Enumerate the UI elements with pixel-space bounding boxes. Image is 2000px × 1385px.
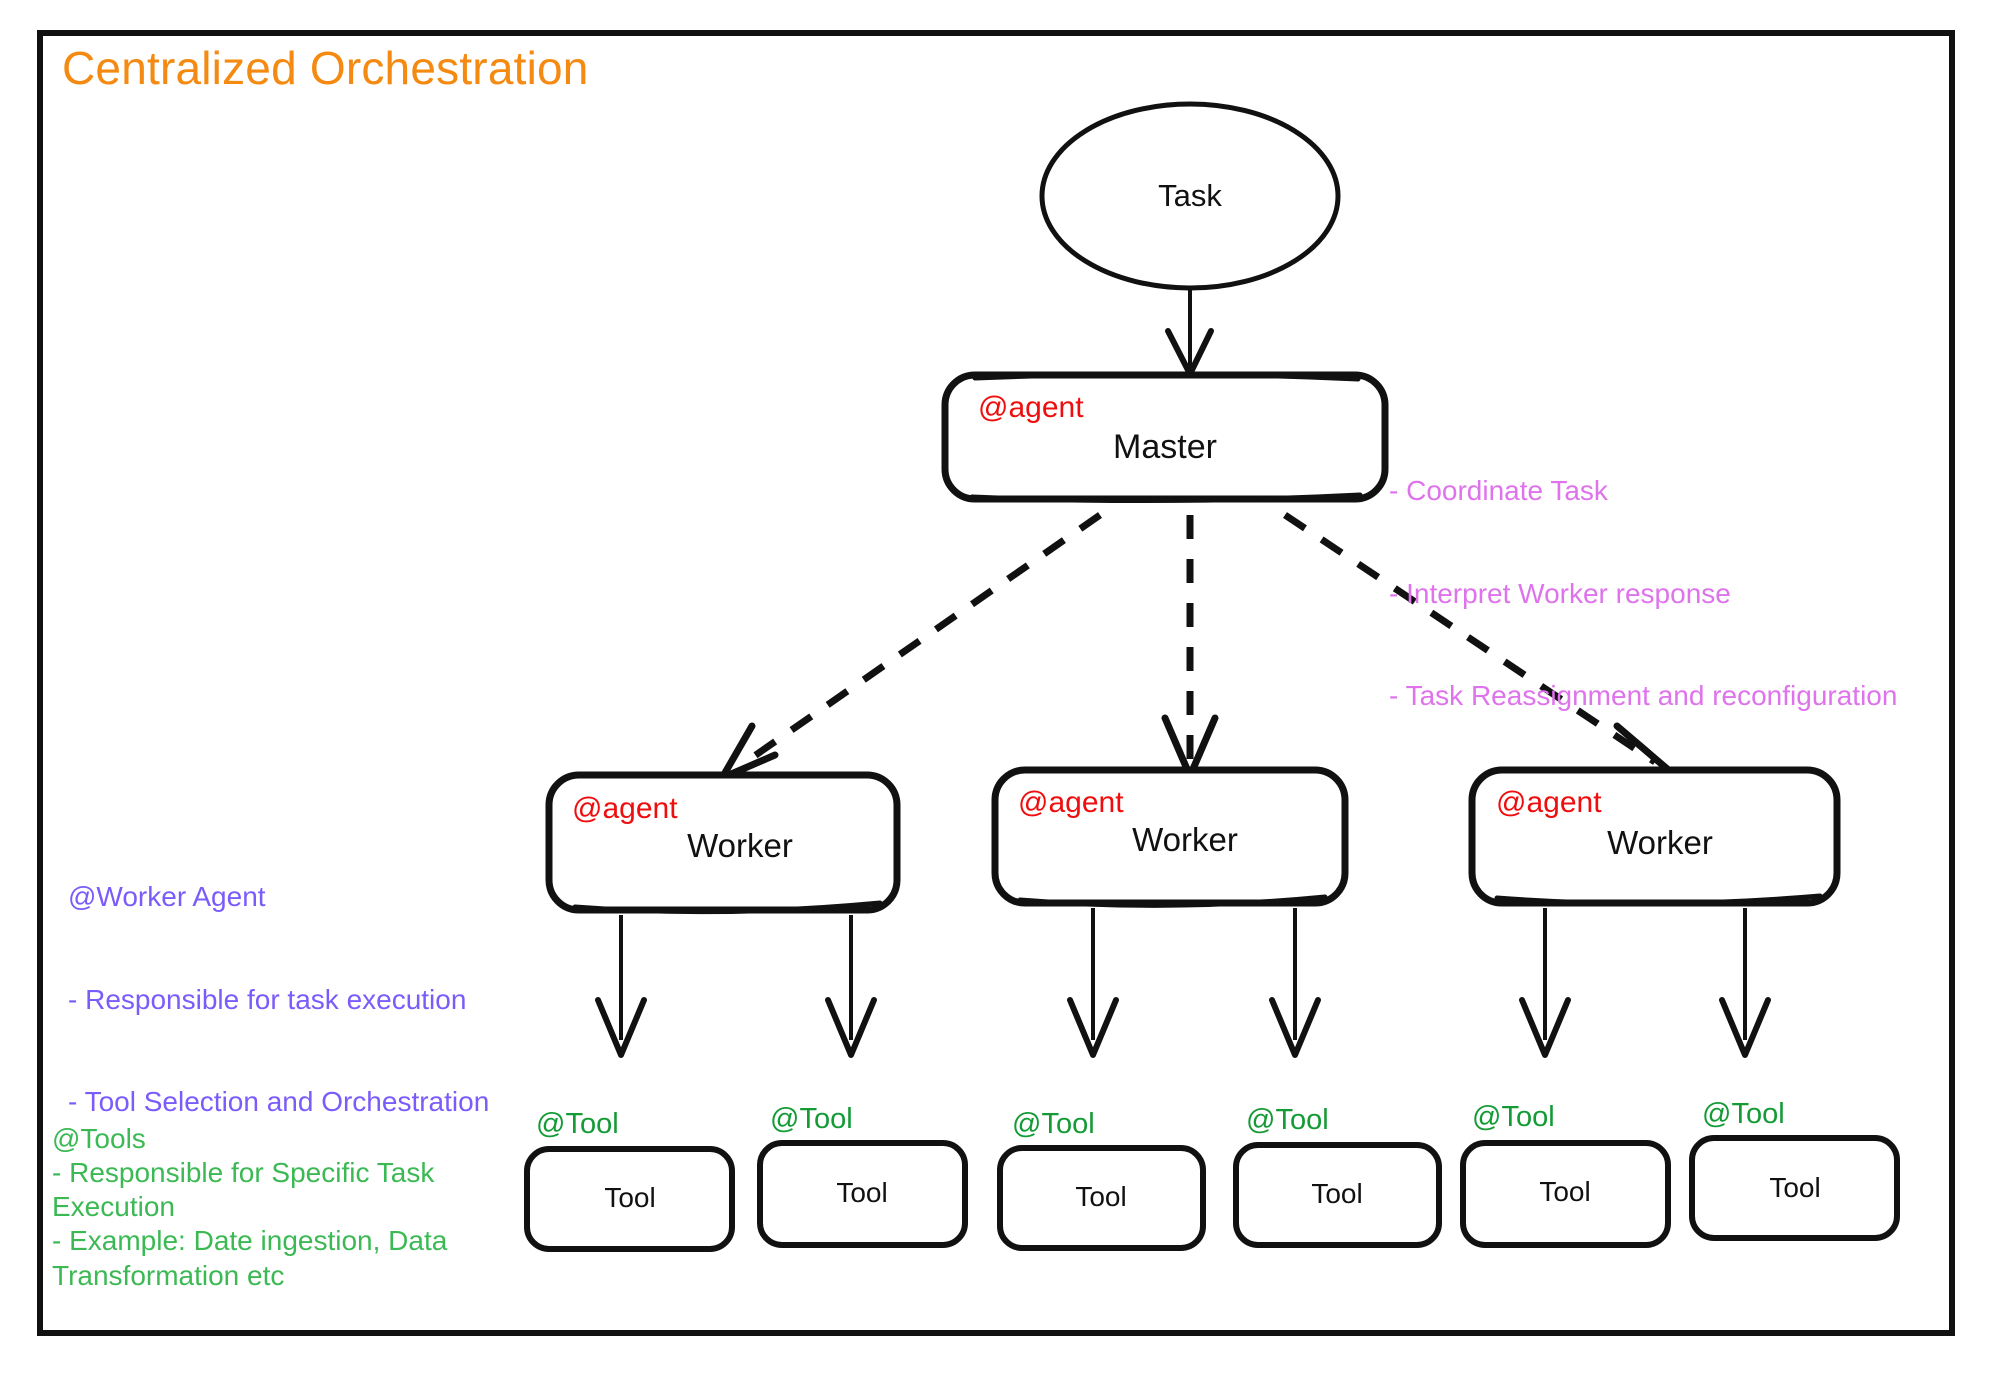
worker-node-1-sketch-bottom xyxy=(572,900,883,915)
tools-annotation: @Tools - Responsible for Specific Task E… xyxy=(52,1122,482,1293)
arrowhead-worker2-tool3 xyxy=(1067,997,1119,1058)
tool-5-label: Tool xyxy=(1539,1176,1591,1207)
arrowhead-worker3-tool5 xyxy=(1519,997,1571,1058)
tool-4-label: Tool xyxy=(1311,1178,1363,1209)
tool-2-label: Tool xyxy=(836,1177,888,1208)
worker-annotation-line-3: - Tool Selection and Orchestration xyxy=(68,1086,490,1118)
worker-node-3-sketch-bottom xyxy=(1494,893,1823,907)
tool-4-tag: @Tool xyxy=(1246,1104,1329,1136)
master-annotation-line-3: - Task Reassignment and reconfiguration xyxy=(1389,680,1898,712)
tool-node-shape-5[interactable] xyxy=(1460,1140,1671,1248)
tools-annotation-line-1: @Tools xyxy=(52,1123,146,1154)
task-node-shape[interactable] xyxy=(1039,101,1341,291)
arrowhead-worker1-tool1 xyxy=(595,997,647,1058)
worker-node-2-sketch-bottom xyxy=(1017,894,1328,908)
master-agent-tag: @agent xyxy=(978,391,1084,424)
worker-1-label: Worker xyxy=(687,827,793,864)
tool-5-tag: @Tool xyxy=(1472,1101,1555,1133)
worker-annotation: @Worker Agent - Responsible for task exe… xyxy=(68,812,489,1188)
master-node-sketch-overlay xyxy=(972,371,1361,382)
tool-3-tag: @Tool xyxy=(1012,1108,1095,1140)
master-annotation: - Coordinate Task - Interpret Worker res… xyxy=(1389,406,1897,782)
worker-annotation-line-2: - Responsible for task execution xyxy=(68,983,467,1015)
tool-2-tag: @Tool xyxy=(770,1103,853,1135)
arrowhead-master-worker-1 xyxy=(718,722,779,782)
master-annotation-line-2: - Interpret Worker response xyxy=(1389,577,1731,609)
tool-6-label: Tool xyxy=(1769,1172,1821,1203)
worker-3-agent-tag: @agent xyxy=(1496,786,1602,819)
worker-1-agent-tag: @agent xyxy=(572,792,678,825)
tool-node-shape-6[interactable] xyxy=(1689,1135,1900,1241)
worker-annotation-line-1: @Worker Agent xyxy=(68,881,266,913)
arrowhead-worker2-tool4 xyxy=(1269,997,1321,1058)
task-node-label: Task xyxy=(1158,178,1222,213)
worker-2-label: Worker xyxy=(1132,821,1238,858)
tool-3-label: Tool xyxy=(1075,1181,1127,1212)
master-node-label: Master xyxy=(1113,428,1217,466)
tool-node-shape-3[interactable] xyxy=(997,1145,1206,1251)
worker-2-agent-tag: @agent xyxy=(1018,786,1124,819)
master-annotation-line-1: - Coordinate Task xyxy=(1389,475,1608,507)
tools-annotation-line-2: - Responsible for Specific Task Executio… xyxy=(52,1157,435,1223)
master-node-sketch-overlay-bottom xyxy=(969,492,1363,504)
tools-annotation-line-3: - Example: Date ingestion, Data Transfor… xyxy=(52,1225,448,1291)
edge-master-worker-1 xyxy=(737,512,1103,769)
tool-node-shape-2[interactable] xyxy=(757,1140,968,1248)
tool-1-label: Tool xyxy=(604,1182,656,1213)
outer-frame xyxy=(37,30,1955,1336)
edge-master-worker-3 xyxy=(1283,512,1657,765)
worker-3-label: Worker xyxy=(1607,824,1713,861)
tool-1-tag: @Tool xyxy=(536,1108,619,1140)
tool-node-shape-1[interactable] xyxy=(524,1146,735,1252)
edge-worker-tool-group xyxy=(595,908,1771,1058)
arrowhead-worker1-tool2 xyxy=(825,997,877,1058)
arrowhead-worker3-tool6 xyxy=(1719,997,1771,1058)
page-title: Centralized Orchestration xyxy=(62,42,589,94)
tool-6-tag: @Tool xyxy=(1702,1098,1785,1130)
arrowhead-task-master xyxy=(1165,328,1214,377)
tool-node-shape-4[interactable] xyxy=(1233,1142,1442,1248)
